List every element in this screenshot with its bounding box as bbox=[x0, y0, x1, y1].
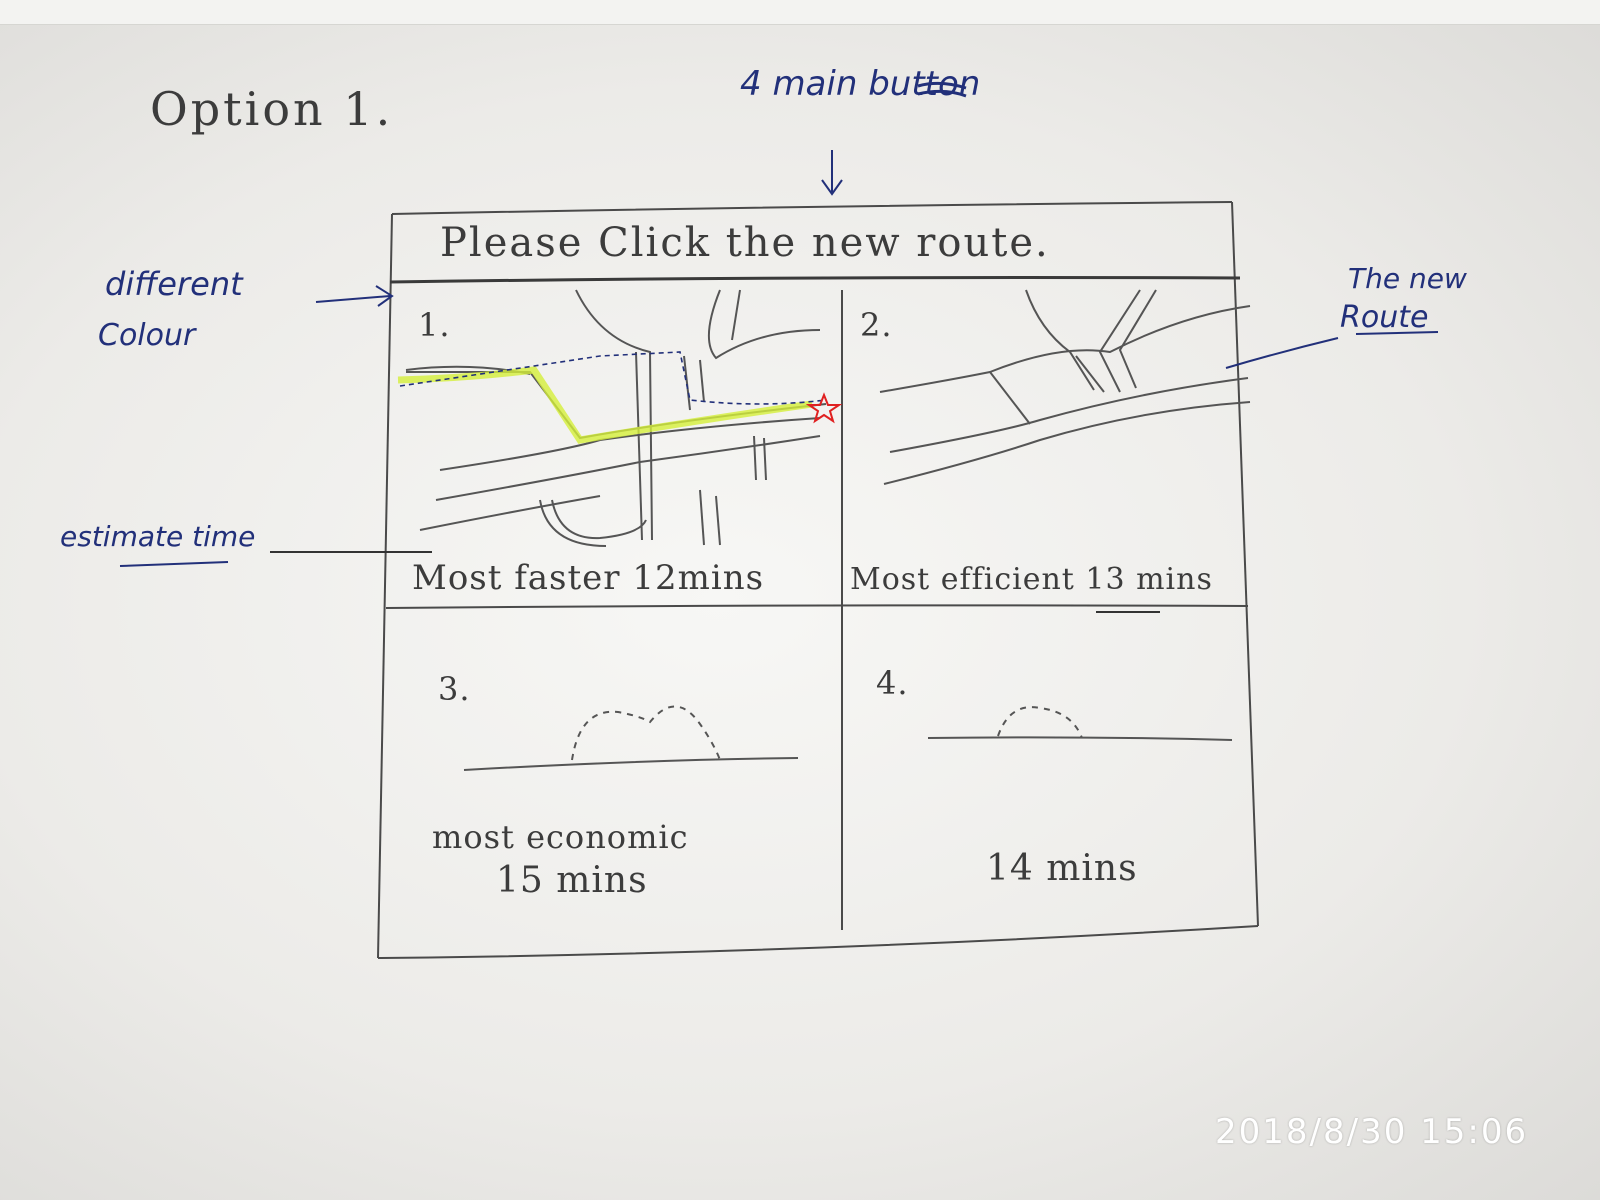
route-option-3-tile[interactable] bbox=[392, 612, 838, 952]
route-option-4-time[interactable]: 14 mins bbox=[986, 848, 1138, 889]
option-number-2: 2. bbox=[860, 306, 893, 344]
star-icon bbox=[805, 392, 843, 424]
option-number-3: 3. bbox=[438, 670, 471, 708]
photo-timestamp: 2018/8/30 15:06 bbox=[1215, 1112, 1529, 1152]
option-number-1: 1. bbox=[418, 306, 451, 344]
option-title: Option 1. bbox=[150, 82, 394, 136]
right-note-line2: Route bbox=[1340, 300, 1429, 335]
left-note-line1: different bbox=[105, 265, 243, 303]
header-divider bbox=[389, 276, 1241, 284]
left-note-line2: Colour bbox=[98, 318, 196, 353]
grid-dividers bbox=[385, 290, 1249, 930]
new-route-dashed bbox=[399, 351, 827, 405]
option-number-4: 4. bbox=[876, 664, 909, 702]
route-option-1-tile[interactable] bbox=[392, 289, 843, 604]
arrow-icon bbox=[315, 285, 394, 307]
map-sketch-2 bbox=[879, 289, 1251, 485]
route-option-2-label[interactable]: Most efficient 13 mins bbox=[850, 562, 1213, 597]
route-option-1-label[interactable]: Most faster 12mins bbox=[412, 558, 765, 598]
progress-line-4 bbox=[927, 736, 1233, 741]
wireframe-frame bbox=[377, 201, 1259, 959]
loading-arc-3 bbox=[571, 705, 721, 761]
scribble-out bbox=[917, 81, 967, 98]
top-note: 4 main button bbox=[740, 64, 981, 104]
paper-edge bbox=[0, 0, 1600, 25]
estimate-time-note: estimate time bbox=[60, 520, 256, 553]
route-option-2-tile[interactable] bbox=[846, 289, 1251, 604]
route-option-4-tile[interactable] bbox=[846, 612, 1242, 926]
route-option-3-time[interactable]: 15 mins bbox=[496, 860, 648, 901]
arrow-icon bbox=[821, 150, 843, 196]
progress-line-3 bbox=[463, 757, 799, 771]
annotation-lines bbox=[119, 150, 1439, 613]
route-option-3-label[interactable]: most economic bbox=[432, 818, 689, 856]
right-note-line1: The new bbox=[1348, 262, 1467, 295]
screen-instruction: Please Click the new route. bbox=[440, 220, 1050, 266]
highlighted-route bbox=[397, 366, 813, 444]
